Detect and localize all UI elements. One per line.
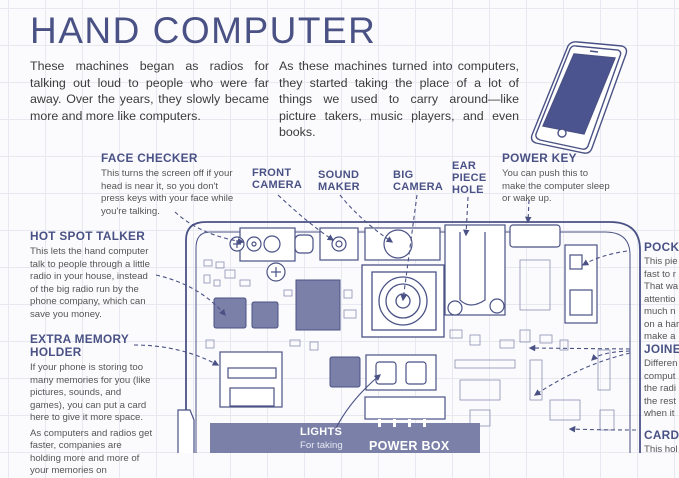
phone-board-illustration	[133, 41, 641, 453]
leader-face-checker	[174, 211, 245, 245]
card-title: CARD	[644, 429, 679, 442]
face-checker-text: This turns the screen off if your head i…	[101, 168, 234, 217]
processor-chip	[295, 279, 341, 331]
power-key-text: You can push this to make the computer s…	[502, 168, 610, 204]
ear-piece-title-1: EAR	[452, 160, 477, 172]
pocket-line: on a har	[644, 318, 679, 330]
pocket-line: much n	[644, 306, 676, 317]
hot-spot-text: This lets the hand computer talk to peop…	[30, 246, 151, 320]
big-camera-title-2: CAMERA	[393, 181, 444, 193]
front-camera-title-2: CAMERA	[252, 179, 303, 191]
joiners-title: JOINE	[644, 343, 679, 356]
hot-spot-title: HOT SPOT TALKER	[30, 229, 146, 243]
phone-icon	[530, 41, 628, 154]
callout-face-checker: FACE CHECKER This turns the screen off i…	[101, 152, 241, 218]
leader-pocket	[581, 250, 628, 266]
intro-left: These machines began as radios for talki…	[30, 59, 269, 123]
joiners-line: Differen	[644, 358, 678, 369]
lights-text: For taking	[300, 440, 343, 451]
sound-maker-title-2: MAKER	[318, 181, 360, 193]
callout-front-camera: FRONT CAMERA	[252, 167, 302, 191]
leader-big-camera	[400, 194, 418, 302]
big-camera-module	[361, 264, 445, 338]
big-camera-title-1: BIG	[393, 169, 414, 181]
memory-title-1: EXTRA MEMORY	[30, 332, 130, 346]
sound-maker-title-1: SOUND	[318, 169, 360, 181]
memory-card-slot	[219, 351, 283, 408]
callout-pocket: POCKE This pie fast to r That wa attenti…	[644, 241, 679, 344]
leader-sound-maker	[339, 194, 394, 243]
leader-memory	[133, 344, 220, 366]
ear-piece-title-2: PIECE	[452, 172, 487, 184]
callout-power-key: POWER KEY You can push this to make the …	[502, 152, 612, 206]
joiners-line: the rest	[644, 395, 676, 407]
memory-title-2: HOLDER	[30, 345, 82, 359]
power-key-title: POWER KEY	[502, 151, 577, 165]
leader-joiners-3	[533, 352, 631, 396]
front-camera-title-1: FRONT	[252, 167, 292, 179]
leader-joiners-2	[591, 350, 631, 361]
lights-title: LIGHTS	[300, 426, 343, 438]
leader-lights	[334, 374, 382, 431]
page-title: HAND COMPUTER	[30, 10, 377, 51]
ear-piece-title-3: HOLE	[452, 184, 484, 196]
board-components	[203, 259, 615, 431]
leader-joiners-1	[528, 344, 631, 352]
joiners-line: the radi	[644, 383, 676, 394]
face-checker-title: FACE CHECKER	[101, 151, 198, 165]
pocket-line: attentio	[644, 293, 676, 305]
leader-ear-piece	[462, 196, 470, 237]
callout-big-camera: BIG CAMERA	[393, 169, 443, 193]
power-box-title: POWER BOX	[369, 439, 450, 453]
joiners-line: when it	[644, 408, 675, 419]
hot-spot-chip	[213, 297, 247, 329]
callout-card: CARD This hol	[644, 429, 679, 457]
pocket-line: make a	[644, 331, 676, 342]
leader-front-camera	[277, 194, 335, 241]
power-box	[210, 423, 466, 453]
card-line: This hol	[644, 444, 678, 455]
leader-power-key	[524, 199, 532, 224]
callout-lights: LIGHTS For taking	[300, 426, 343, 452]
leader-hot-spot	[155, 274, 226, 317]
callout-hot-spot-talker: HOT SPOT TALKER This lets the hand compu…	[30, 230, 155, 321]
joiners-line: comput	[644, 370, 676, 382]
pocket-title: POCKE	[644, 241, 679, 254]
power-key-module	[509, 224, 561, 248]
pocket-line: fast to r	[644, 268, 676, 280]
callout-extra-memory-holder: EXTRA MEMORY HOLDER If your phone is sto…	[30, 333, 154, 478]
pocket-line: That wa	[644, 281, 679, 292]
intro-right: As these machines turned into computers,…	[279, 59, 519, 139]
pocket-line: This pie	[644, 256, 678, 267]
lights-module	[364, 354, 446, 420]
callout-sound-maker: SOUND MAKER	[318, 169, 360, 193]
memory-text: If your phone is storing too many memori…	[30, 362, 151, 423]
callout-joiners: JOINE Differen comput the radi the rest …	[644, 343, 679, 421]
callout-ear-piece-hole: EAR PIECE HOLE	[452, 160, 487, 196]
